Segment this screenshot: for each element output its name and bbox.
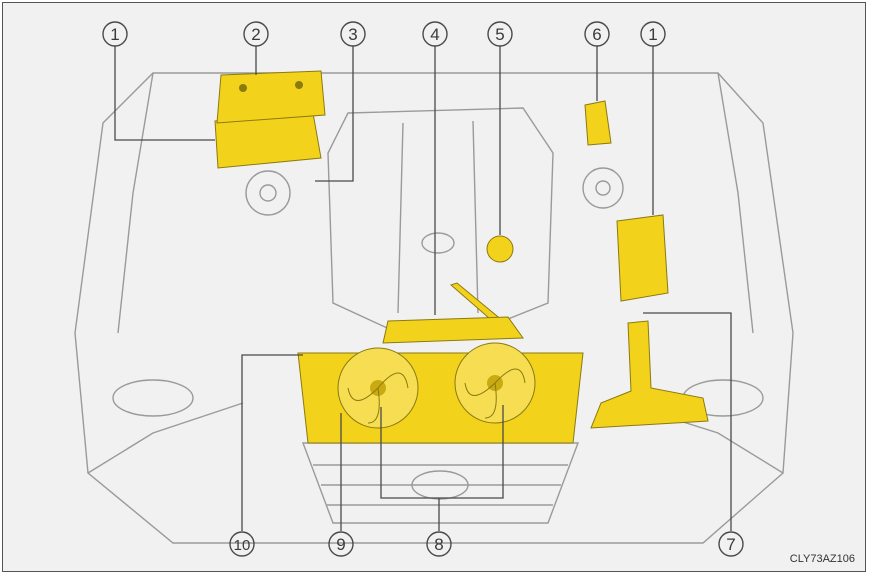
callout-c2: 2 (244, 22, 268, 46)
fuse-box-right (617, 215, 668, 301)
front-grille (303, 443, 578, 523)
callout-c1a: 1 (103, 22, 127, 46)
callout-label: 8 (434, 535, 443, 554)
callout-label: 10 (234, 537, 251, 554)
callout-c9: 9 (329, 532, 353, 556)
callout-c10: 10 (230, 532, 254, 556)
highlighted-components (215, 71, 708, 443)
callout-label: 9 (336, 535, 345, 554)
engine-compartment-diagram: 1 2 3 4 5 6 1 7 8 9 10 (3, 3, 867, 573)
car-body-outline (75, 73, 793, 543)
callout-label: 1 (648, 25, 657, 44)
callout-label: 2 (251, 25, 260, 44)
callout-c4: 4 (423, 22, 447, 46)
coolant-reservoir (383, 317, 523, 343)
callout-label: 4 (430, 25, 439, 44)
battery (217, 71, 325, 123)
callout-label: 7 (726, 535, 735, 554)
callout-label: 1 (110, 25, 119, 44)
callout-c6: 6 (585, 22, 609, 46)
washer-fluid-tank (591, 321, 708, 428)
image-code: CLY73AZ106 (790, 553, 855, 565)
callout-label: 5 (495, 25, 504, 44)
callout-c8: 8 (427, 532, 451, 556)
brake-fluid-reservoir (585, 101, 611, 145)
oil-filler-cap (487, 236, 513, 262)
callout-c1b: 1 (641, 22, 665, 46)
callout-c7: 7 (719, 532, 743, 556)
callout-label: 3 (348, 25, 357, 44)
callout-label: 6 (592, 25, 601, 44)
callout-c5: 5 (488, 22, 512, 46)
callout-c3: 3 (341, 22, 365, 46)
engine-cover (328, 108, 553, 333)
